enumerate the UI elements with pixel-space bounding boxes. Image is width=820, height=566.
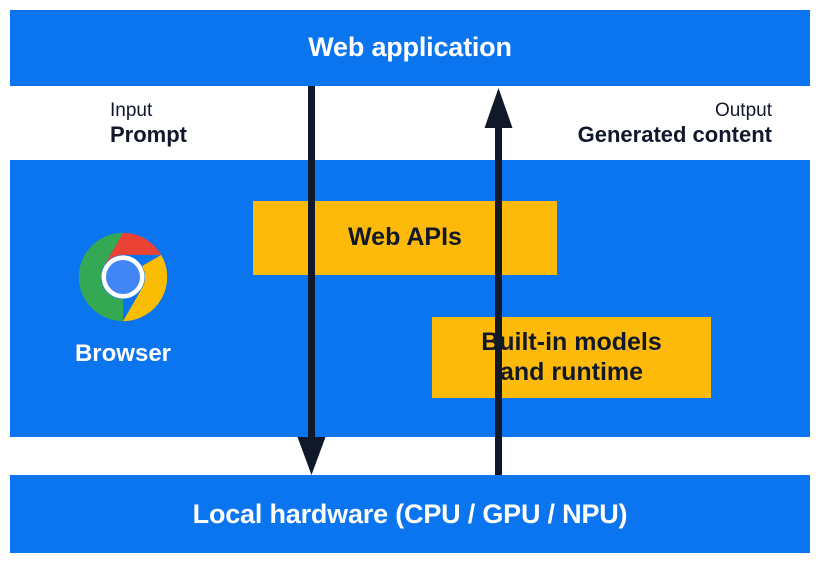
flow-label-output-kind: Output [714,100,772,121]
flow-label-input-kind: Input [110,100,153,121]
band-local-hardware [10,475,810,553]
chrome-blue-center [105,259,141,295]
band-web-application [10,10,810,86]
box-builtin-models-line1: Built-in models [481,328,662,356]
flow-label-output-value: Generated content [577,122,772,148]
chrome-logo-svg [78,232,168,322]
chrome-green-upper [84,232,123,289]
flow-label-input: Input Prompt [110,100,187,148]
flow-label-input-value: Prompt [110,122,187,148]
box-builtin-models[interactable]: Built-in models and runtime [432,317,711,398]
chrome-logo-icon [77,231,169,323]
arrow-output-head [484,88,513,128]
box-builtin-models-line2: and runtime [499,357,644,386]
flow-label-output: Output Generated content [578,100,772,148]
box-builtin-models-label: Built-in models and runtime [481,328,662,387]
band-local-hardware-label: Local hardware (CPU / GPU / NPU) [192,499,628,529]
box-web-apis-label: Web APIs [348,223,462,252]
chrome-yellow-wedge [123,254,168,322]
band-web-application-label: Web application [308,32,512,62]
arrow-input-head [297,437,326,475]
band-browser-label: Browser [74,340,172,367]
chrome-red-wedge [103,232,162,267]
box-web-apis[interactable]: Web APIs [253,201,557,275]
chrome-green-wedge [78,254,123,322]
